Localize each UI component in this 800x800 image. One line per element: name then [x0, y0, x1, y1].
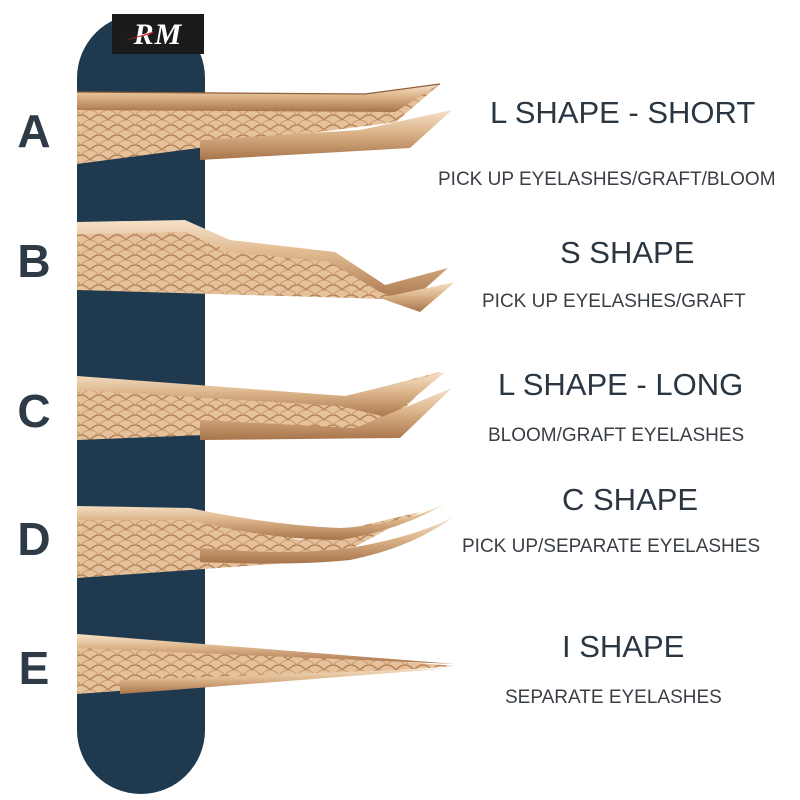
item-description-a: PICK UP EYELASHES/GRAFT/BLOOM [438, 169, 776, 190]
tweezer-b [77, 220, 455, 312]
item-title-a: L SHAPE - SHORT [490, 95, 756, 130]
tweezer-d [77, 504, 452, 578]
logo-swoosh [123, 31, 155, 41]
item-letter-d: D [17, 513, 51, 565]
item-description-c: BLOOM/GRAFT EYELASHES [488, 425, 745, 446]
logo-text: RM [133, 18, 183, 51]
item-letter-b: B [17, 235, 51, 287]
item-description-d: PICK UP/SEPARATE EYELASHES [462, 536, 761, 557]
item-letter-e: E [18, 642, 50, 694]
rm-logo-mark: RM [123, 18, 183, 51]
item-letter-c: C [17, 385, 51, 437]
tweezer-c [77, 372, 452, 440]
item-letter-a: A [17, 105, 51, 157]
tweezer-e [77, 634, 455, 694]
item-title-c: L SHAPE - LONG [498, 367, 744, 402]
item-description-e: SEPARATE EYELASHES [505, 687, 722, 708]
item-title-b: S SHAPE [560, 235, 695, 270]
item-description-b: PICK UP EYELASHES/GRAFT [482, 291, 746, 312]
brand-logo: RM [112, 14, 204, 54]
item-title-d: C SHAPE [562, 482, 699, 517]
tweezer-a [76, 83, 452, 164]
item-title-e: I SHAPE [562, 629, 685, 664]
